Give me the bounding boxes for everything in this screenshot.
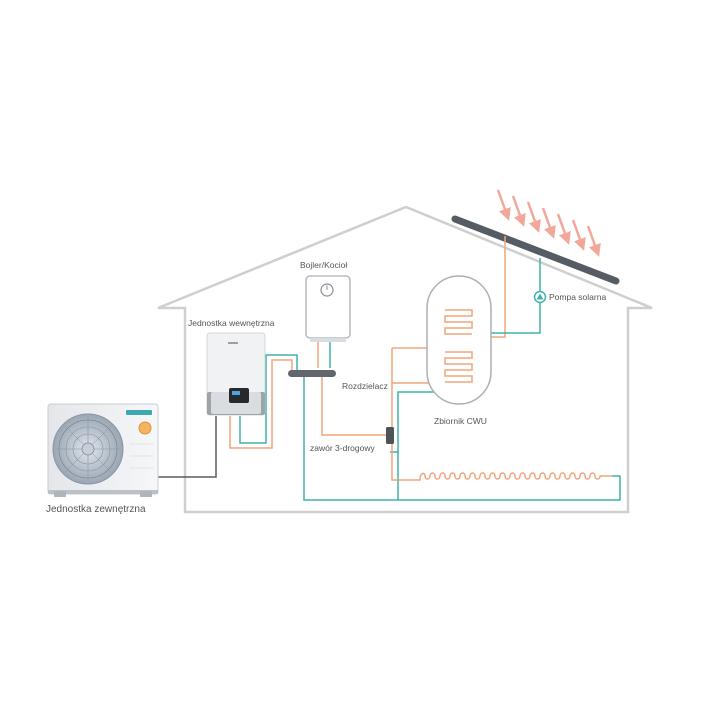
solar-pump-label: Pompa solarna (549, 292, 606, 302)
tank-heat-coil (444, 351, 473, 383)
outdoor-unit (47, 403, 159, 497)
indoor-unit-display (229, 388, 249, 403)
outdoor-badge-icon (138, 421, 152, 435)
distributor-label: Rozdzielacz (342, 381, 388, 391)
distributor-manifold (288, 370, 336, 377)
indoor-unit (206, 332, 266, 416)
solar-panel (451, 215, 620, 285)
tank-solar-coil (444, 309, 473, 335)
outdoor-unit-label: Jednostka zewnętrzna (46, 504, 146, 515)
power-cable (155, 416, 217, 478)
indoor-unit-label: Jednostka wewnętrzna (188, 318, 275, 328)
house-outline (157, 205, 653, 514)
three-way-valve (386, 427, 394, 444)
valve-label: zawór 3-drogowy (310, 443, 375, 453)
boiler-label: Bojler/Kocioł (300, 260, 347, 270)
return-pipes (239, 342, 621, 501)
outdoor-brand-mark (126, 410, 152, 415)
boiler (305, 275, 351, 342)
sun-arrows (496, 189, 601, 257)
floor-heating-coil (398, 472, 612, 481)
solar-pump-icon (533, 290, 547, 304)
tank-label: Zbiornik CWU (434, 416, 487, 426)
hot-water-tank (426, 275, 492, 405)
